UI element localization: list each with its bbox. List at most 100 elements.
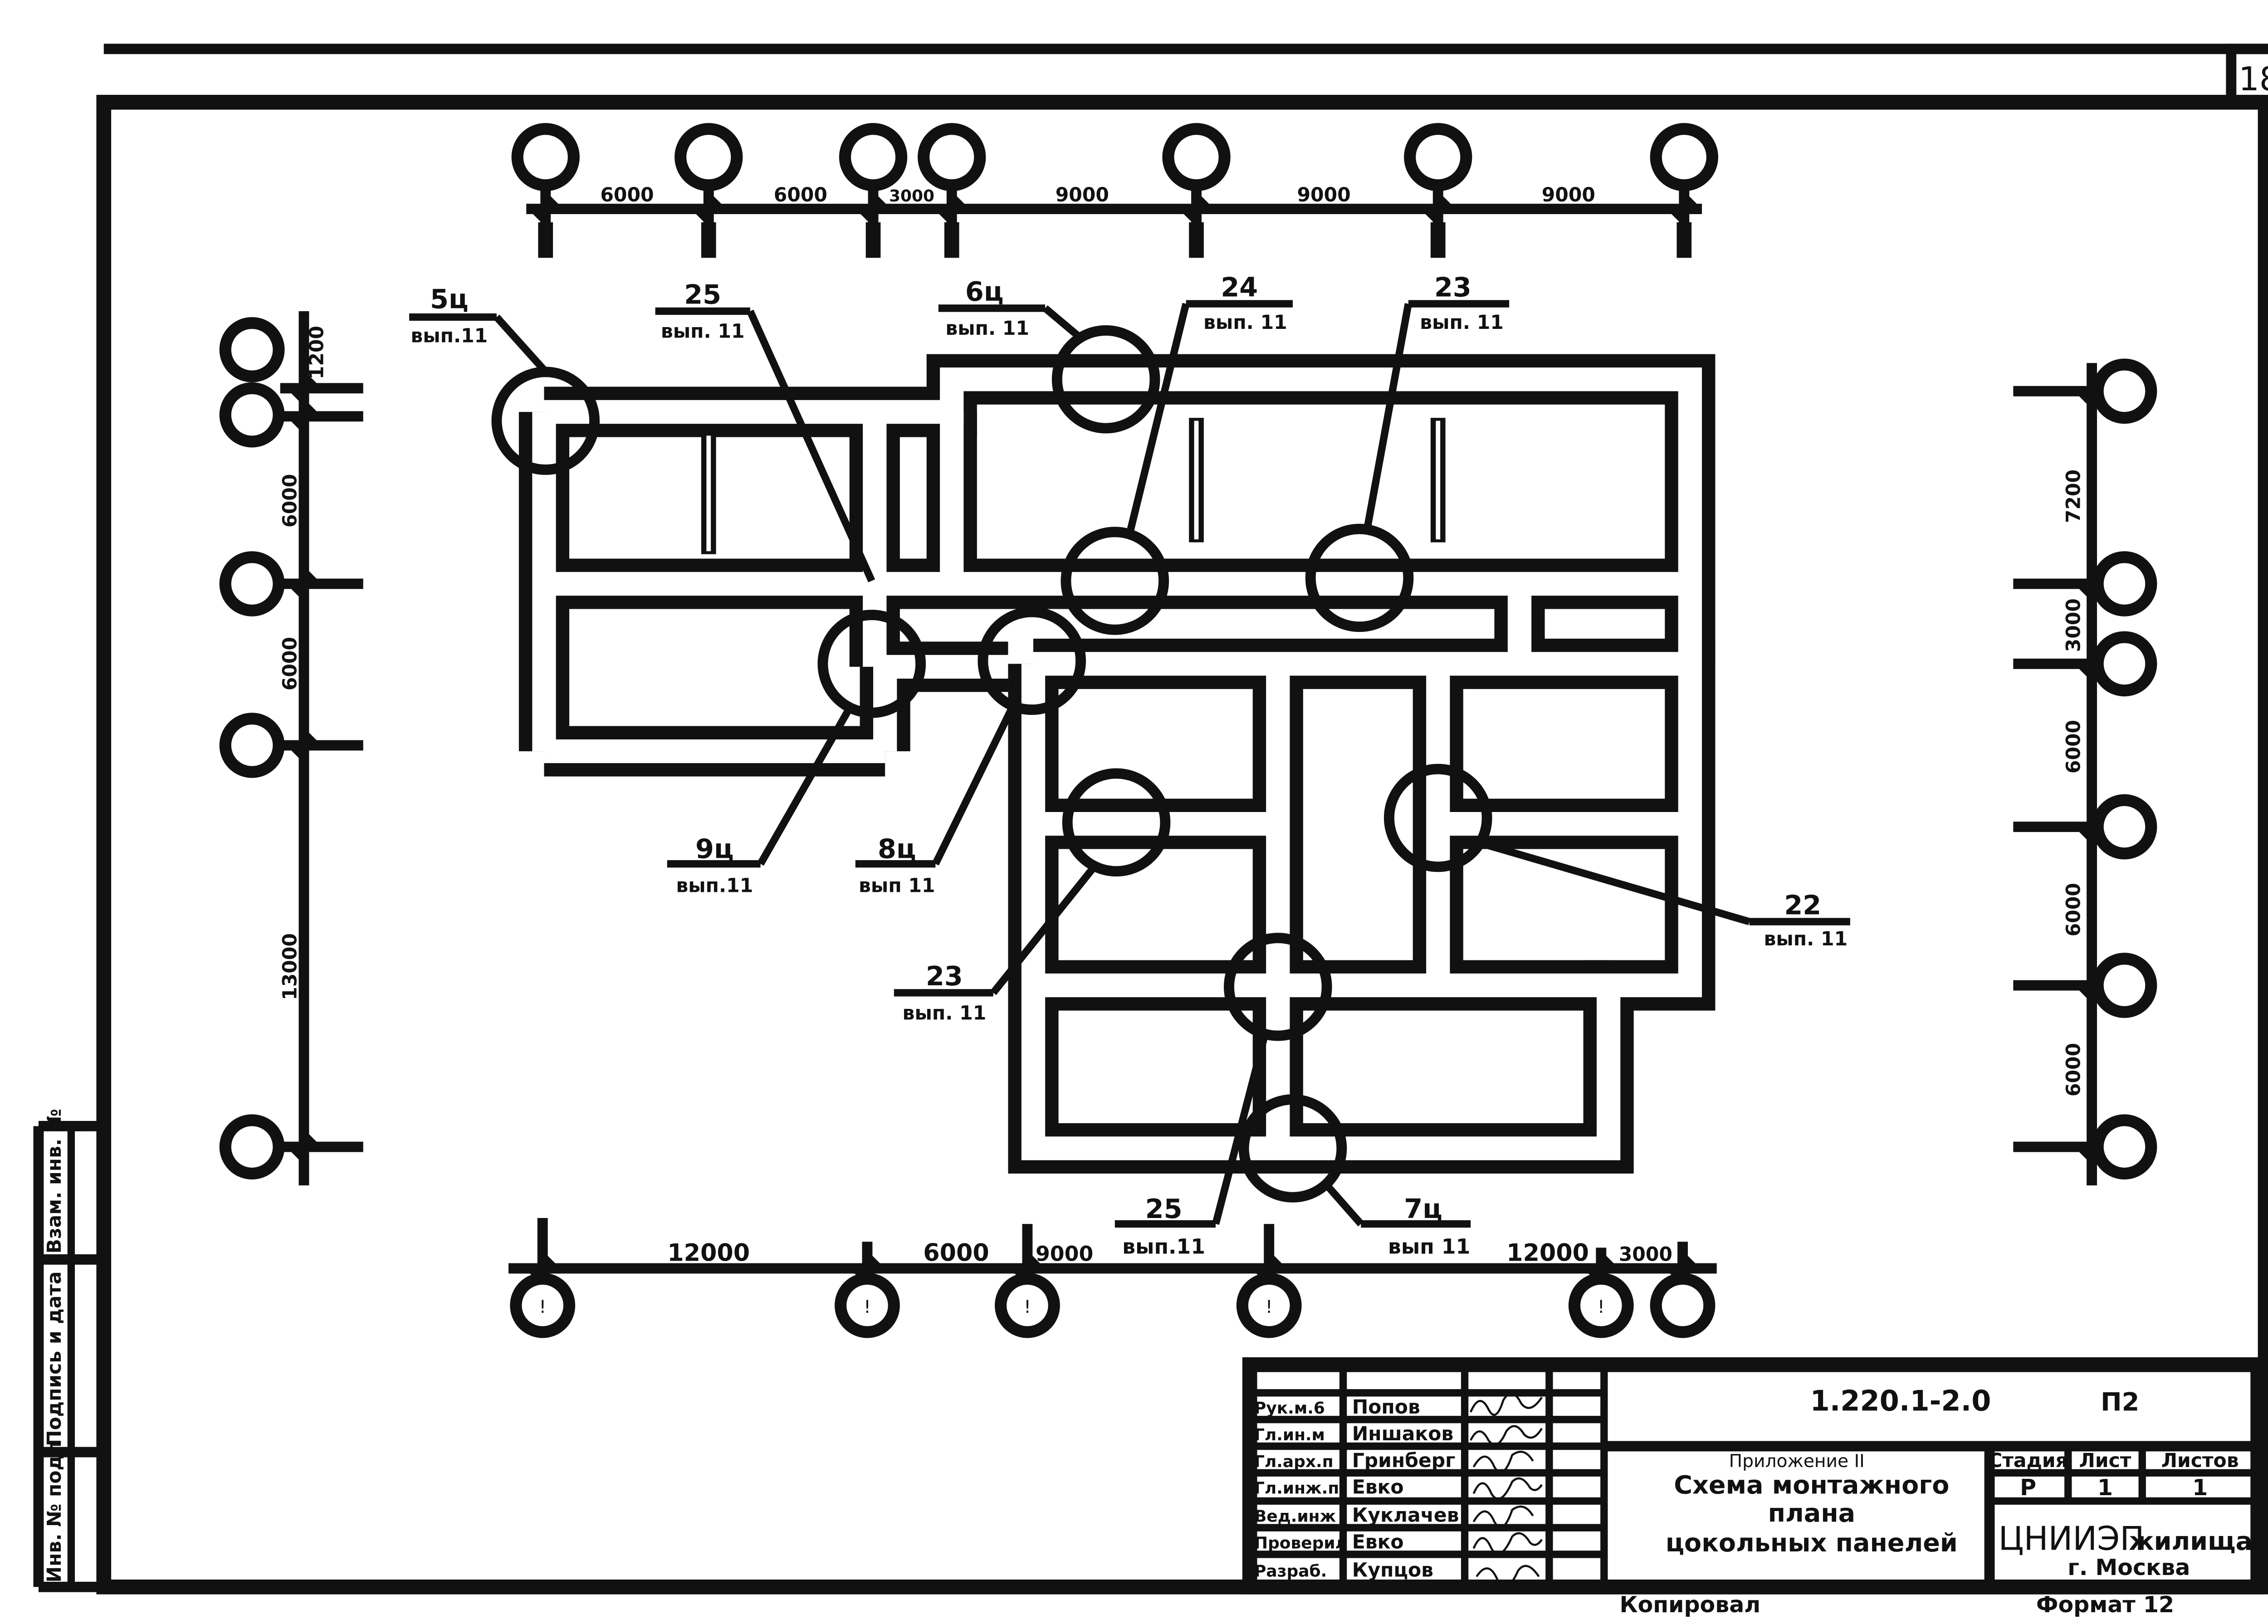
- callout-mark-23-upper: 23: [1434, 271, 1471, 303]
- role-3: Гл.арх.п: [1254, 1453, 1334, 1471]
- name-1: Попов: [1352, 1396, 1420, 1419]
- top-dim-4: 9000: [1056, 184, 1109, 206]
- callout-bubble-6c: [1051, 325, 1160, 434]
- bottom-dim-1: 12000: [667, 1239, 750, 1267]
- name-2: Иншаков: [1352, 1423, 1454, 1445]
- callout-sheet-24: вып. 11: [1203, 312, 1287, 334]
- role-2: Гл.ин.м: [1254, 1426, 1325, 1444]
- bottom-axis-bubble-3: [995, 1272, 1060, 1338]
- top-axis-bubble-2: [675, 123, 743, 191]
- callout-mark-7c: 7ц: [1404, 1193, 1442, 1224]
- callout-mark-9c: 9ц: [695, 833, 734, 864]
- role-5: Вед.инж: [1254, 1507, 1336, 1526]
- bottom-axis-mark-3: !: [1024, 1297, 1031, 1317]
- bottom-axis-mark-2: !: [864, 1297, 871, 1317]
- role-6: Проверил: [1254, 1534, 1347, 1552]
- bottom-dim-3: 9000: [1036, 1242, 1093, 1266]
- name-4: Евко: [1352, 1477, 1404, 1499]
- callout-mark-5c: 5ц: [430, 283, 469, 314]
- callout-bubble-22: [1383, 763, 1492, 872]
- callout-bubble-24: [1061, 527, 1169, 635]
- callout-bubble-23-upper: [1305, 523, 1414, 632]
- top-dim-2: 6000: [774, 184, 827, 206]
- callout-sheet-23-upper: вып. 11: [1420, 312, 1504, 334]
- signatures: [1470, 1392, 1543, 1588]
- name-6: Евко: [1352, 1531, 1404, 1553]
- sheets-header: Листов: [2161, 1450, 2239, 1472]
- callout-sheet-25-upper: вып. 11: [661, 321, 745, 343]
- right-dim-5: 6000: [2063, 1043, 2085, 1096]
- callout-sheet-23-lower: вып. 11: [903, 1002, 987, 1024]
- right-dim-3: 6000: [2063, 720, 2085, 773]
- drawing-frame: [96, 95, 2268, 1595]
- left-axis-bubble-5: [219, 1114, 285, 1180]
- right-axis-bubble-3: [2092, 631, 2157, 697]
- sheet-header: Лист: [2079, 1450, 2131, 1472]
- bottom-axis-mark-4: !: [1266, 1297, 1273, 1317]
- callout-mark-24: 24: [1221, 271, 1258, 303]
- top-dim-3: 3000: [889, 187, 934, 205]
- title-line-1: Схема монтажного: [1674, 1471, 1949, 1500]
- right-axis-bubble-2: [2092, 551, 2157, 616]
- sheets-value: 1: [2192, 1475, 2208, 1501]
- organization-city: г. Москва: [2068, 1555, 2190, 1580]
- bottom-axis-bubble-6: [1650, 1272, 1716, 1338]
- callout-bubble-23-lower: [1062, 768, 1171, 877]
- bottom-dim-5: 3000: [1619, 1244, 1672, 1266]
- bottom-axis-bubble-2: [835, 1272, 900, 1338]
- callout-bubble-8c: [978, 607, 1086, 715]
- top-axis-bubble-7: [1650, 123, 1718, 191]
- callout-sheet-5c: вып.11: [411, 325, 488, 347]
- title-line-3: цокольных панелей: [1666, 1528, 1958, 1558]
- callout-mark-6c: 6ц: [965, 276, 1004, 307]
- top-dim-6: 9000: [1542, 184, 1595, 206]
- callout-sheet-9c: вып.11: [676, 875, 753, 897]
- left-axis-bubble-4: [219, 713, 285, 778]
- right-axis-bubble-1: [2092, 358, 2157, 424]
- bottom-axis-bubble-4: [1236, 1272, 1302, 1338]
- organization-suffix: жилища: [2129, 1527, 2253, 1556]
- stage-header: Стадия: [1988, 1450, 2068, 1472]
- document-code: 1.220.1-2.0: [1810, 1384, 1991, 1418]
- right-axis-bubble-4: [2092, 794, 2157, 860]
- top-dim-1: 6000: [600, 184, 654, 206]
- left-dim-2: 6000: [279, 474, 302, 528]
- bottom-axis-bubble-1: [510, 1272, 576, 1338]
- top-axis-bubble-4: [918, 123, 986, 191]
- callout-sheet-8c: вып 11: [859, 875, 935, 897]
- sheet-number: 18: [2239, 60, 2268, 98]
- right-dimension-chain: 7200 3000 6000 6000 6000: [2013, 358, 2157, 1186]
- callout-bubble-25-lower: [1223, 933, 1332, 1041]
- top-axis-bubble-5: [1162, 123, 1231, 191]
- title-line-2: плана: [1768, 1499, 1855, 1528]
- name-7: Купцов: [1352, 1559, 1433, 1581]
- organization-name: ЦНИИЭП: [1999, 1520, 2145, 1558]
- callout-bubble-9c: [817, 610, 926, 718]
- right-dim-2: 3000: [2063, 598, 2085, 652]
- left-dimension-chain: 1200 6000 6000 13000: [219, 311, 363, 1186]
- callout-mark-25-lower: 25: [1145, 1193, 1183, 1224]
- left-axis-bubble-2: [219, 382, 285, 448]
- role-4: Гл.инж.п: [1254, 1479, 1339, 1498]
- bottom-axis-mark-5: !: [1598, 1297, 1605, 1317]
- bottom-dim-4: 12000: [1506, 1239, 1589, 1267]
- callout-bubble-7c: [1238, 1094, 1347, 1203]
- role-7: Разраб.: [1254, 1562, 1327, 1580]
- bottom-dim-2: 6000: [923, 1239, 989, 1267]
- stamp-vzam-inv: Взам. инв. №: [44, 1109, 66, 1253]
- bottom-axis-mark-1: !: [539, 1297, 546, 1317]
- stage-value: Р: [2020, 1475, 2036, 1501]
- left-margin-stamp: Инв. № подл Подпись и дата Взам. инв. №: [33, 1109, 104, 1592]
- right-dim-1: 7200: [2063, 470, 2085, 523]
- top-dimension-chain: 6000 6000 3000 9000 9000 9000: [511, 123, 1718, 258]
- callout-mark-22: 22: [1784, 889, 1821, 920]
- left-dim-4: 13000: [279, 933, 302, 1000]
- top-dim-5: 9000: [1297, 184, 1350, 206]
- left-dim-3: 6000: [279, 637, 302, 690]
- right-dim-4: 6000: [2063, 883, 2085, 936]
- callout-mark-23-lower: 23: [926, 960, 963, 992]
- left-axis-bubble-3: [219, 551, 285, 616]
- left-dim-1: 1200: [306, 326, 328, 379]
- copied-label: Копировал: [1620, 1592, 1761, 1618]
- appendix-label: Приложение II: [1729, 1451, 1865, 1472]
